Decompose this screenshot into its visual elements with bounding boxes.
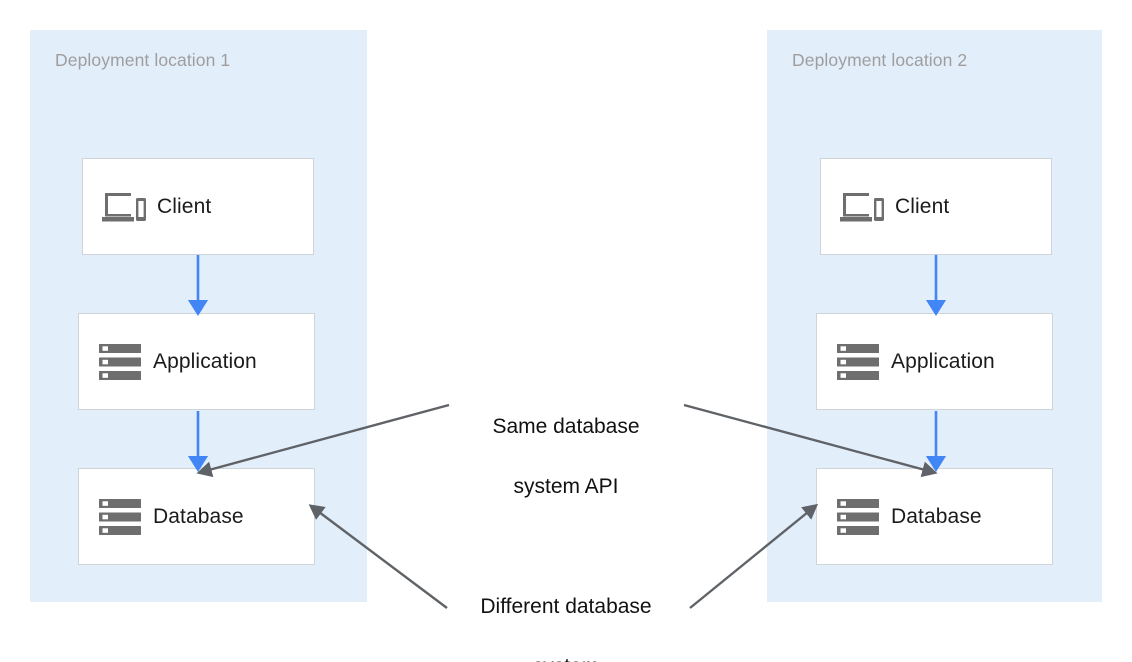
node-location1-application[interactable]: Application xyxy=(78,313,315,410)
node-location2-application[interactable]: Application xyxy=(816,313,1053,410)
deployment-location-2-title: Deployment location 2 xyxy=(792,50,968,70)
node-location1-client[interactable]: Client xyxy=(82,158,314,255)
node-label-client: Client xyxy=(895,194,950,218)
annotation-same-api-line-2: system API xyxy=(513,475,619,498)
node-label-application: Application xyxy=(891,349,995,373)
annotation-different-database-system: Different database system xyxy=(452,562,680,662)
annotation-same-database-system-api: Same database system API xyxy=(455,382,677,532)
server-icon xyxy=(87,498,153,535)
node-location2-database[interactable]: Database xyxy=(816,468,1053,565)
annotation-different-system-line-2: system xyxy=(452,652,680,662)
node-location1-database[interactable]: Database xyxy=(78,468,315,565)
server-icon xyxy=(825,498,891,535)
annotation-different-system-line-1: Different database xyxy=(480,595,652,618)
node-label-database: Database xyxy=(153,504,244,528)
devices-icon xyxy=(829,190,895,224)
server-icon xyxy=(87,343,153,380)
annotation-same-api-line-1: Same database xyxy=(492,415,640,438)
devices-icon xyxy=(91,190,157,224)
node-location2-client[interactable]: Client xyxy=(820,158,1052,255)
node-label-application: Application xyxy=(153,349,257,373)
node-label-client: Client xyxy=(157,194,212,218)
node-label-database: Database xyxy=(891,504,982,528)
server-icon xyxy=(825,343,891,380)
deployment-location-1-title: Deployment location 1 xyxy=(55,50,231,70)
